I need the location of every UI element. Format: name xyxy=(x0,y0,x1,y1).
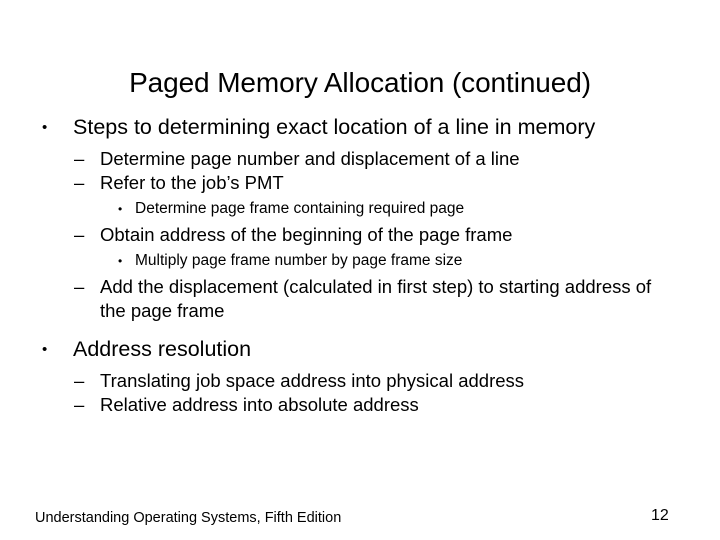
bullet-marker-level3: • xyxy=(118,202,123,216)
page-number: 12 xyxy=(651,507,669,524)
bullet-marker-level2: – xyxy=(74,148,85,169)
bullet-marker-level3: • xyxy=(118,254,123,268)
bullet-text: Multiply page frame number by page frame… xyxy=(135,252,463,269)
bullet-marker-level2: – xyxy=(74,370,85,391)
bullet-text: Translating job space address into physi… xyxy=(100,370,525,391)
slide-body: • Steps to determining exact location of… xyxy=(0,114,720,417)
bullet-marker-level2: – xyxy=(74,224,85,245)
bullet-text: Steps to determining exact location of a… xyxy=(73,115,596,139)
bullet-marker-level1: • xyxy=(42,341,48,358)
bullet-level2: – Obtain address of the beginning of the… xyxy=(0,223,720,247)
bullet-marker-level1: • xyxy=(42,119,48,136)
bullet-text: Relative address into absolute address xyxy=(100,394,419,415)
page-title: Paged Memory Allocation (continued) xyxy=(129,66,591,98)
bullet-marker-level2: – xyxy=(74,394,85,415)
footer-text: Understanding Operating Systems, Fifth E… xyxy=(35,510,342,526)
bullet-level1: • Steps to determining exact location of… xyxy=(0,114,720,141)
bullet-level2: – Translating job space address into phy… xyxy=(0,369,720,393)
bullet-level3: • Multiply page frame number by page fra… xyxy=(0,250,720,272)
bullet-level2: – Relative address into absolute address xyxy=(0,393,720,417)
bullet-level2: – Add the displacement (calculated in fi… xyxy=(0,275,720,323)
bullet-level2: – Determine page number and displacement… xyxy=(0,147,720,171)
bullet-text: Determine page number and displacement o… xyxy=(100,148,520,169)
bullet-marker-level2: – xyxy=(74,172,85,193)
bullet-text: Address resolution xyxy=(73,337,252,361)
bullet-level2: – Refer to the job’s PMT xyxy=(0,171,720,195)
bullet-marker-level2: – xyxy=(74,276,85,297)
bullet-text: Refer to the job’s PMT xyxy=(100,172,284,193)
bullet-text: Obtain address of the beginning of the p… xyxy=(100,224,513,245)
bullet-text: Add the displacement (calculated in firs… xyxy=(100,276,652,321)
bullet-level3: • Determine page frame containing requir… xyxy=(0,198,720,220)
bullet-text: Determine page frame containing required… xyxy=(135,200,465,217)
bullet-level1: • Address resolution xyxy=(0,336,720,363)
